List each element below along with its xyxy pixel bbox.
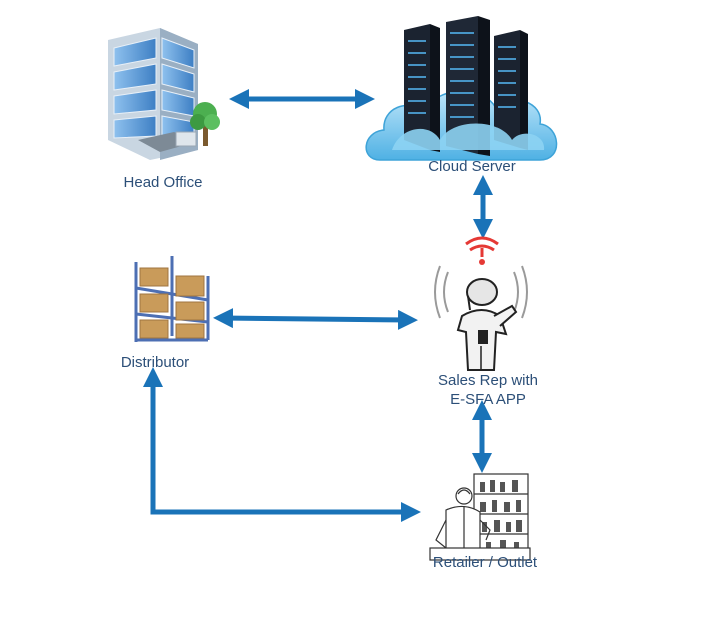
head-office-node: Head Office <box>108 28 220 191</box>
arrow-distributor-retailer <box>143 367 421 522</box>
head-office-label: Head Office <box>124 174 203 191</box>
office-building-icon <box>108 28 220 160</box>
sales-rep-node: Sales Rep with E-SFA APP <box>434 236 538 408</box>
server-cloud-icon <box>365 16 558 161</box>
sales-rep-label-line2: E-SFA APP <box>450 391 526 408</box>
warehouse-shelves-icon <box>134 256 210 342</box>
connection-arrows <box>143 89 493 522</box>
cloud-server-node: Cloud Server <box>365 16 558 175</box>
server-rack-left <box>404 24 440 152</box>
arrow-distributor-sales-rep <box>213 308 418 330</box>
sales-rep-signal-icon <box>434 236 528 371</box>
distributor-label: Distributor <box>121 354 189 371</box>
shopkeeper-store-icon <box>429 473 531 561</box>
sales-rep-label-line1: Sales Rep with <box>438 372 538 389</box>
cloud-server-label: Cloud Server <box>428 158 516 175</box>
retailer-node: Retailer / Outlet <box>429 473 538 571</box>
distributor-node: Distributor <box>121 256 210 371</box>
retailer-label: Retailer / Outlet <box>433 554 538 571</box>
server-rack-center <box>446 16 490 156</box>
signal-alert-icon <box>465 236 499 265</box>
